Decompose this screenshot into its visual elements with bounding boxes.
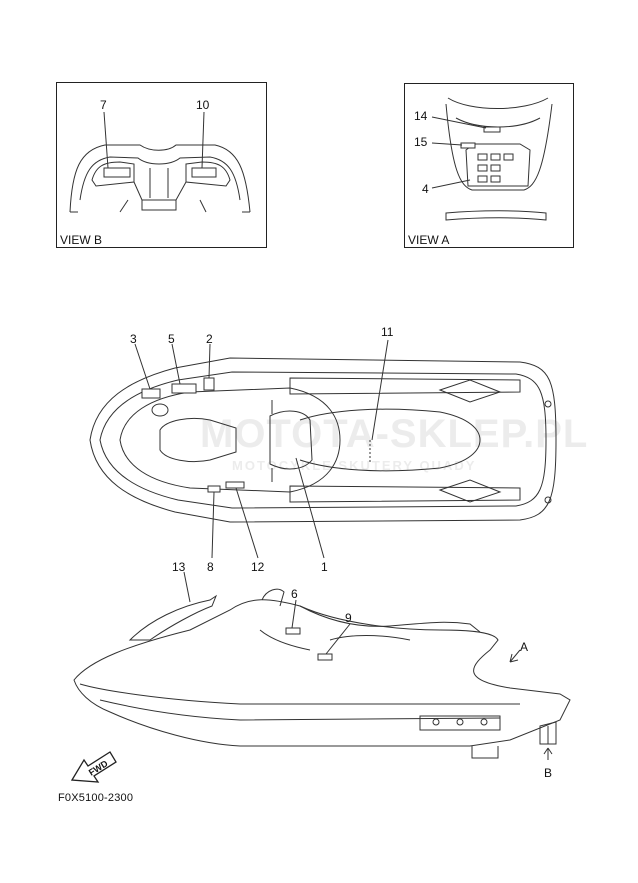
callout-12: 12 — [251, 560, 265, 574]
top-view-drawing — [89, 357, 557, 523]
view-b-panel — [56, 82, 267, 248]
callout-4: 4 — [422, 182, 429, 196]
fwd-arrow-icon — [70, 751, 117, 783]
callout-1: 1 — [321, 560, 328, 574]
side-view-drawing — [73, 588, 571, 759]
arrow-a-label: A — [520, 640, 529, 654]
callout-5: 5 — [168, 332, 175, 346]
arrow-b-icon — [543, 747, 553, 760]
arrow-b-label: B — [544, 766, 553, 780]
arrow-a-icon — [509, 649, 521, 663]
callout-13: 13 — [172, 560, 186, 574]
callout-7: 7 — [100, 98, 107, 112]
callout-6: 6 — [291, 587, 298, 601]
callout-10: 10 — [196, 98, 210, 112]
watermark-main-text: MOTOTA-SKLEP.PL — [200, 412, 589, 456]
view-a-panel — [404, 83, 574, 248]
callout-11: 11 — [381, 325, 394, 339]
callout-8: 8 — [207, 560, 214, 574]
diagram-code: F0X5100-2300 — [58, 792, 134, 804]
callout-2: 2 — [206, 332, 213, 346]
callout-15: 15 — [414, 135, 428, 149]
view-a-storage-drawing — [445, 97, 553, 221]
view-b-seat-drawing — [69, 144, 251, 213]
callout-3: 3 — [130, 332, 137, 346]
view-a-caption: VIEW A — [408, 233, 450, 247]
callout-14: 14 — [414, 109, 428, 123]
callout-9: 9 — [345, 611, 352, 625]
view-b-caption: VIEW B — [60, 233, 103, 247]
